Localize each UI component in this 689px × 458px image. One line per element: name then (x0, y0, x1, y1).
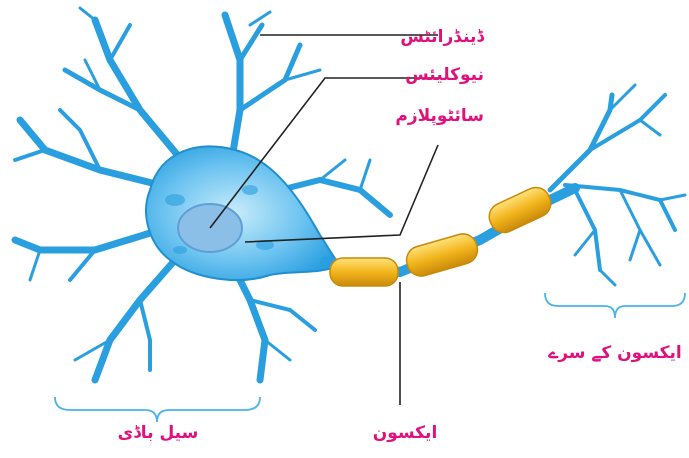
myelin-segment (485, 183, 556, 237)
cytoplasm-spot (173, 246, 187, 254)
cell-body (146, 146, 340, 280)
myelin-sheaths (330, 183, 555, 286)
cytoplasm-spot (165, 194, 185, 206)
cell-body-label: سیل باڈی (58, 425, 258, 442)
axon-terminals-brace (545, 293, 685, 318)
dendrites-label: ڈینڈرائٹس (400, 29, 484, 46)
axon-terminals-label: ایکسون کے سرے (545, 345, 685, 362)
cytoplasm-spot (242, 185, 258, 195)
axon-terminals (550, 85, 685, 285)
myelin-segment (403, 231, 480, 280)
cytoplasm-label: سائٹوپلازم (395, 108, 484, 125)
nucleus-label: نیوکلیئس (405, 67, 484, 84)
axon-label: ایکسون (345, 425, 465, 442)
myelin-segment (330, 258, 398, 286)
cell-body-brace (55, 397, 260, 422)
